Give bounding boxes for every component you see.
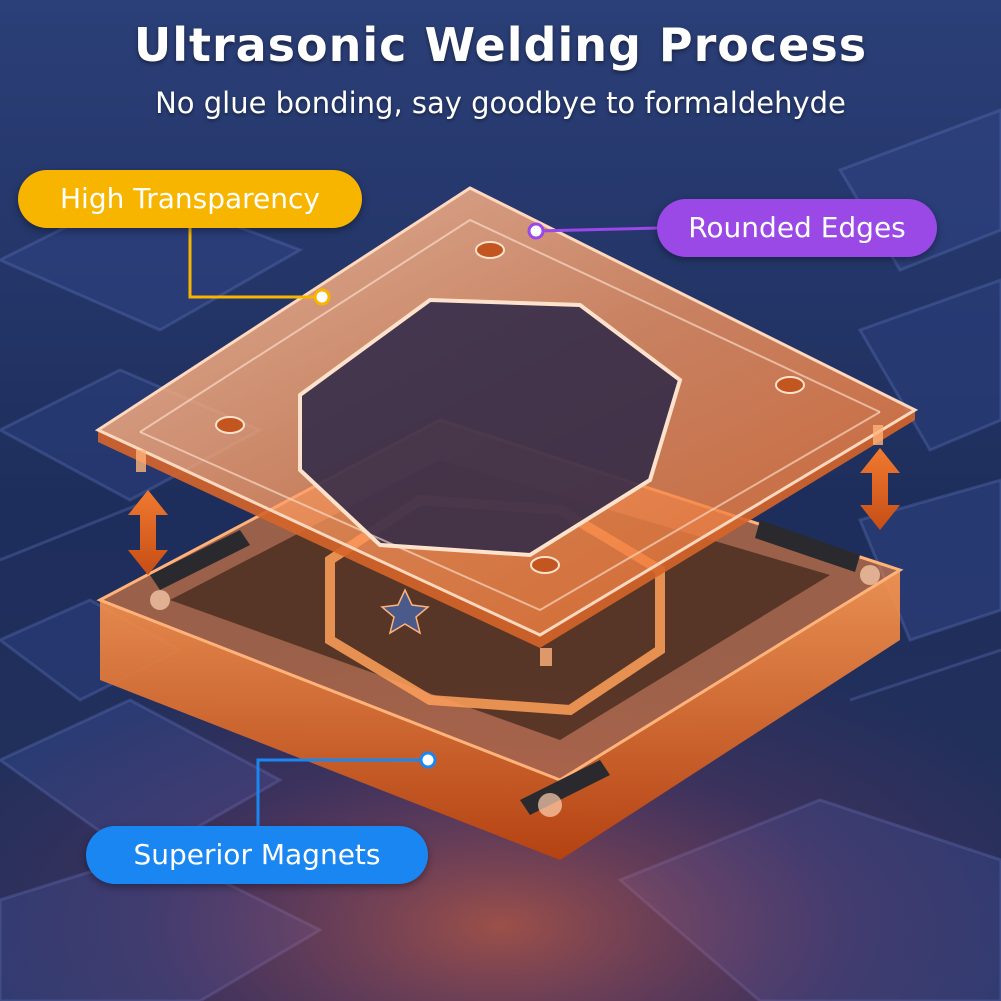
callout-superior-magnets: Superior Magnets [86, 826, 428, 884]
transparent-top-plate [94, 186, 919, 666]
callout-leaders [188, 226, 661, 826]
star-icon [380, 588, 430, 635]
double-arrow-icon [128, 490, 168, 575]
page-subtitle: No glue bonding, say goodbye to formalde… [155, 86, 846, 120]
callout-high-transparency: High Transparency [18, 170, 362, 228]
callout-rounded-edges: Rounded Edges [657, 199, 937, 257]
page-title: Ultrasonic Welding Process [133, 18, 868, 72]
double-arrow-icon [860, 448, 900, 530]
callout-dot-icon [313, 222, 545, 769]
